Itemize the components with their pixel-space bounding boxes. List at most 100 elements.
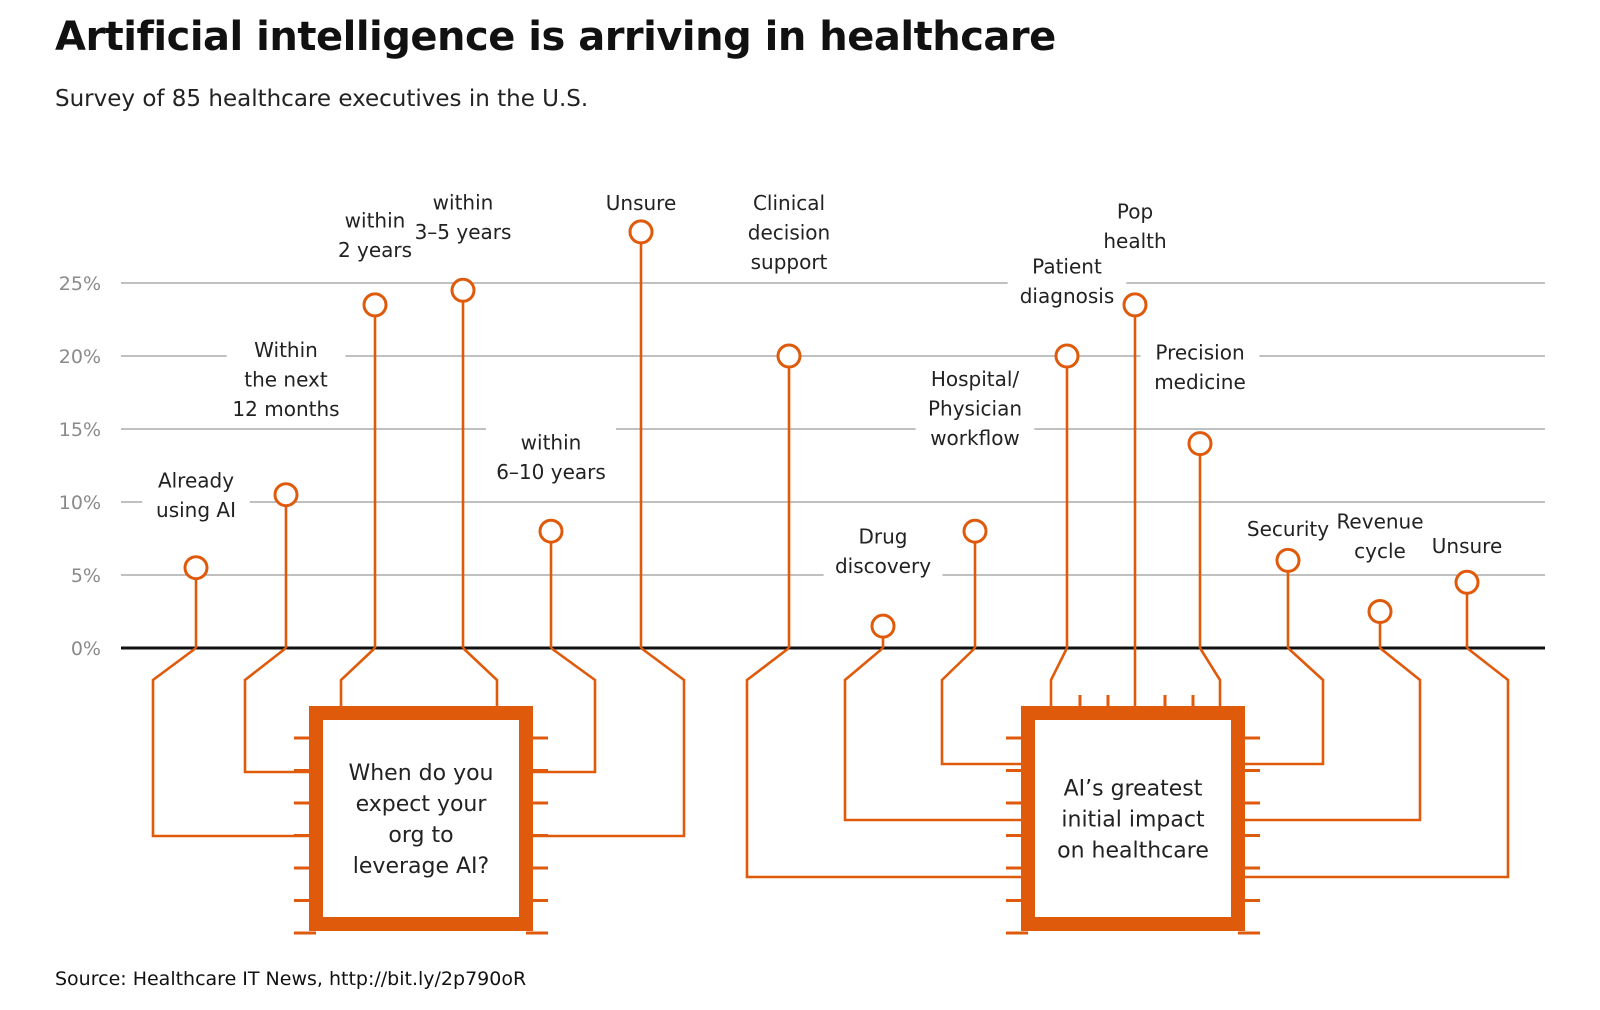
category-label-line: cycle <box>1354 539 1406 563</box>
category-label: Drug discovery <box>835 525 931 579</box>
lollipop-point <box>1275 547 1301 573</box>
circuit-trace <box>243 646 316 774</box>
circuit-trace <box>1049 647 1069 713</box>
chip-question-line: initial impact <box>1061 808 1205 833</box>
lollipop-point <box>870 613 896 639</box>
circuit-trace <box>843 647 1028 822</box>
category-label-line: Precision <box>1155 341 1244 365</box>
category-label: within 2 years <box>338 209 412 263</box>
chip-greatest-impact: AI’s greatest initial impact on healthcare <box>1006 695 1260 935</box>
lollipop-point <box>1367 599 1393 624</box>
source-note: Source: Healthcare IT News, http://bit.l… <box>55 968 527 990</box>
category-label-line: discovery <box>835 554 931 578</box>
lollipop-point <box>776 343 802 369</box>
lollipop-point <box>450 277 476 303</box>
category-label-line: Revenue <box>1336 510 1423 534</box>
circuit-trace <box>339 647 376 713</box>
category-label-line: the next <box>244 368 328 392</box>
lollipop-point <box>273 482 299 508</box>
lollipop-stems <box>183 219 1480 648</box>
lollipop-point <box>362 292 388 318</box>
circuit-traces <box>151 646 1510 879</box>
y-tick-label: 0% <box>71 638 101 660</box>
y-tick-label: 25% <box>59 273 101 295</box>
category-label: within 3–5 years <box>415 191 512 245</box>
category-labels: Already using AI Within the next 12 months wi… <box>156 191 1502 579</box>
gridlines <box>121 282 1545 576</box>
lollipop-point <box>962 518 988 544</box>
y-tick-label: 15% <box>59 419 101 441</box>
chip-question-line: leverage AI? <box>353 854 489 879</box>
lollipop-point <box>628 219 654 245</box>
category-label-line: Pop <box>1117 200 1153 224</box>
category-label-line: 12 months <box>232 397 339 421</box>
category-label: Revenue cycle <box>1336 510 1423 564</box>
category-label: Unsure <box>1432 534 1503 558</box>
category-label-line: workflow <box>930 426 1020 450</box>
category-label-line: Unsure <box>606 191 677 215</box>
chip-question-line: org to <box>388 823 453 848</box>
category-label: Security <box>1247 517 1329 541</box>
circuit-trace <box>1238 646 1422 822</box>
category-label-line: Already <box>158 469 234 493</box>
y-tick-label: 20% <box>59 346 101 368</box>
category-label-line: Within <box>254 338 318 362</box>
category-label: Unsure <box>606 191 677 215</box>
category-label-line: 3–5 years <box>415 220 512 244</box>
lollipop-point <box>1122 292 1148 318</box>
category-label: Clinical decision support <box>748 191 830 274</box>
category-label: Within the next 12 months <box>232 338 339 421</box>
category-label-line: Physician <box>928 397 1022 421</box>
category-label-line: within <box>521 431 582 455</box>
y-axis-tick-labels: 0% 5% 10% 15% 20% 25% <box>59 273 101 660</box>
category-label-line: Drug <box>859 525 908 549</box>
category-label-line: support <box>751 250 828 274</box>
category-label-line: Security <box>1247 517 1329 541</box>
category-label: Hospital/Physician workflow <box>928 367 1022 450</box>
category-label-line: health <box>1103 229 1166 253</box>
circuit-trace <box>1238 647 1325 766</box>
category-label-line: Patient <box>1032 255 1102 279</box>
lollipop-point <box>1054 343 1080 369</box>
lollipop-point <box>1454 569 1480 595</box>
category-label-line: within <box>433 191 494 215</box>
circuit-trace <box>1238 646 1510 879</box>
lollipop-point <box>1187 431 1213 457</box>
question-chips: When do you expect your org to leverage AI?… <box>294 695 1260 935</box>
category-label: Patient diagnosis <box>1020 255 1115 309</box>
chart-subtitle: Survey of 85 healthcare executives in th… <box>55 86 589 112</box>
chip-question-line: When do you <box>348 761 493 786</box>
category-label: Pop health <box>1103 200 1166 254</box>
chip-question-line: AI’s greatest <box>1064 777 1203 802</box>
category-label-line: 2 years <box>338 238 412 262</box>
category-label: Already using AI <box>156 469 236 523</box>
category-label-line: 6–10 years <box>496 460 606 484</box>
circuit-trace <box>940 647 1028 766</box>
circuit-trace <box>151 646 316 838</box>
chart-title: Artificial intelligence is arriving in h… <box>55 14 1056 60</box>
circuit-trace <box>1198 647 1222 713</box>
category-label-line: decision <box>748 221 830 245</box>
category-label: within 6–10 years <box>496 431 606 485</box>
category-label-line: medicine <box>1154 370 1246 394</box>
chip-question-line: on healthcare <box>1057 839 1209 864</box>
lollipop-point <box>538 518 564 544</box>
category-label-line: diagnosis <box>1020 284 1115 308</box>
category-label-line: within <box>345 209 406 233</box>
circuit-trace <box>462 647 499 713</box>
category-label-line: using AI <box>156 498 236 522</box>
chip-question-line: expect your <box>356 792 488 817</box>
circuit-trace <box>745 646 1028 879</box>
category-label-line: Clinical <box>753 191 825 215</box>
circuit-trace <box>526 646 686 838</box>
circuit-trace <box>526 646 597 774</box>
category-label: Precision medicine <box>1154 341 1246 395</box>
chip-when-leverage: When do you expect your org to leverage AI? <box>294 706 548 935</box>
y-tick-label: 5% <box>71 565 101 587</box>
chip-body <box>1021 706 1245 931</box>
y-tick-label: 10% <box>59 492 101 514</box>
lollipop-point <box>183 555 209 581</box>
category-label-line: Hospital/ <box>931 367 1020 391</box>
chip-body <box>309 706 533 931</box>
